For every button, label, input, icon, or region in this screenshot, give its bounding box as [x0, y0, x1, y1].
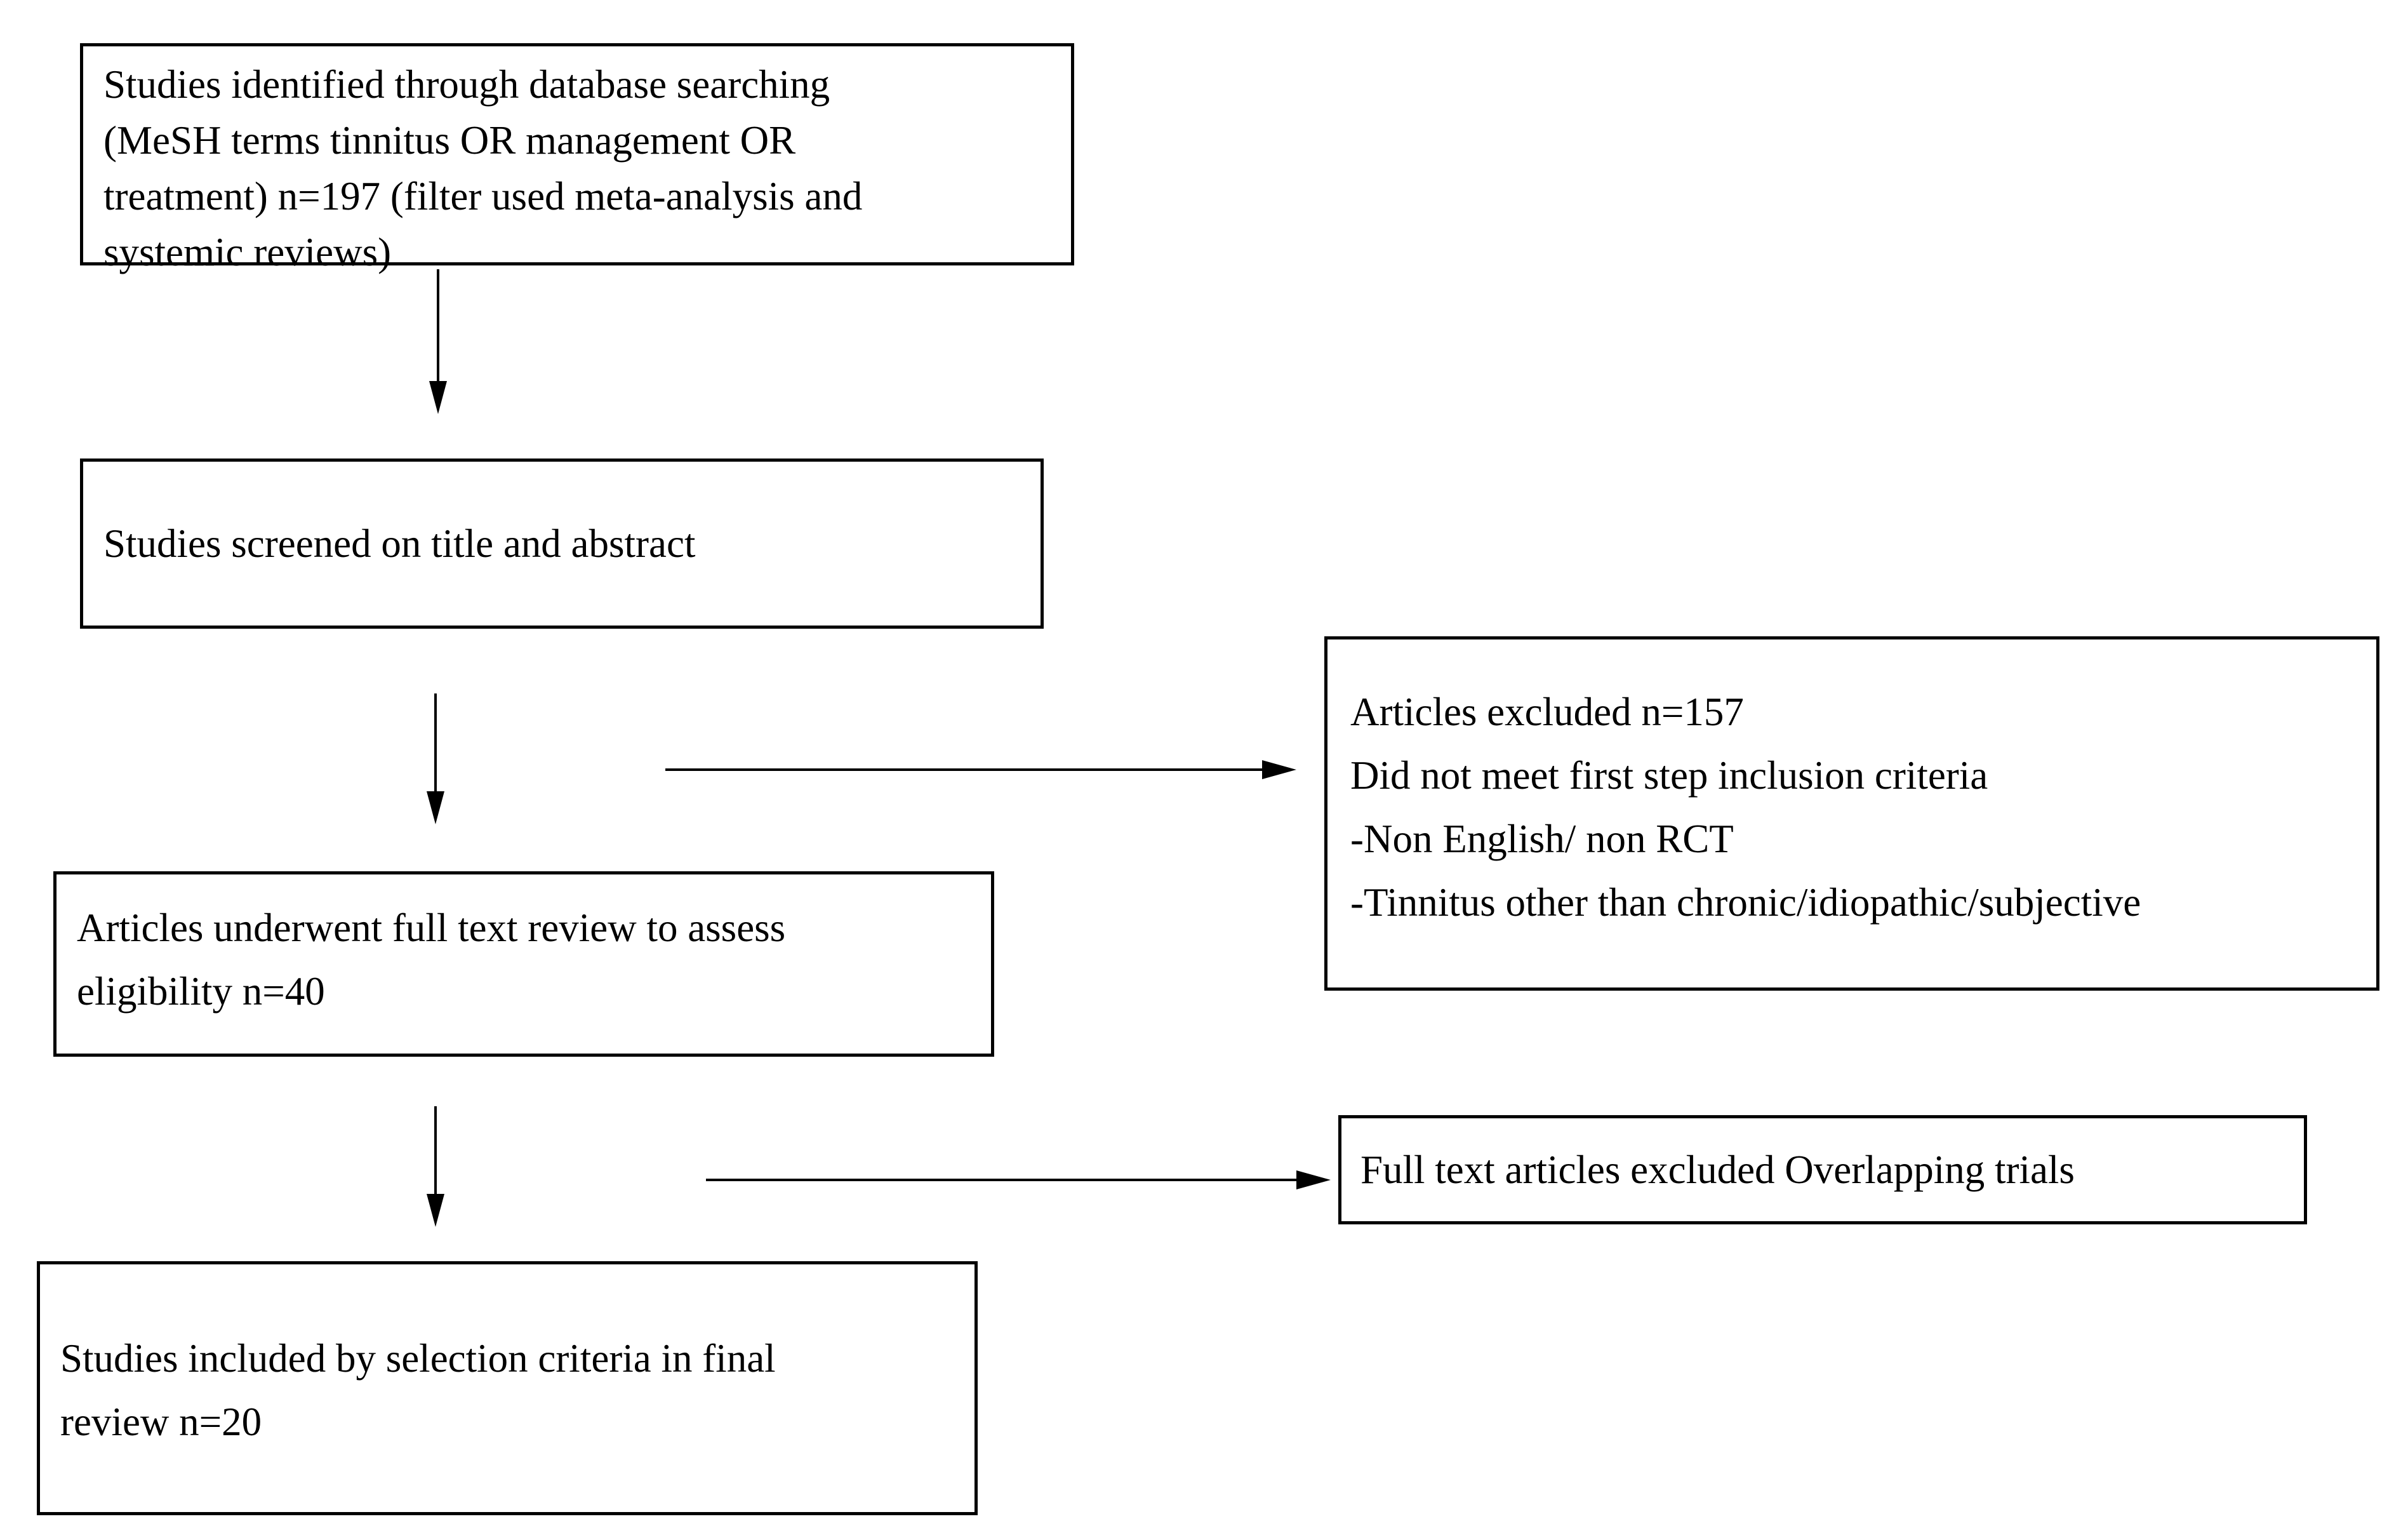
- arrowhead-down-icon: [427, 791, 444, 824]
- arrow-full-text-review-to-included: [416, 1106, 455, 1227]
- arrow-identified-to-screened: [419, 269, 457, 414]
- box-full-text-articles-excluded: Full text articles excluded Overlapping …: [1338, 1115, 2307, 1224]
- box-studies-included: Studies included by selection criteria i…: [37, 1261, 978, 1515]
- arrowhead-down-icon: [429, 381, 447, 414]
- arrowhead-down-icon: [427, 1194, 444, 1227]
- arrowhead-right-icon: [1262, 760, 1296, 779]
- arrow-shaft: [706, 1179, 1300, 1181]
- box-full-text-review: Articles underwent full text review to a…: [53, 871, 994, 1057]
- arrow-full-text-review-to-full-text-excluded: [706, 1161, 1331, 1199]
- box-studies-identified: Studies identified through database sear…: [80, 43, 1074, 274]
- arrow-shaft: [437, 269, 439, 384]
- arrow-screened-to-articles-excluded: [665, 751, 1296, 789]
- arrowhead-right-icon: [1296, 1170, 1331, 1189]
- arrow-shaft: [434, 693, 437, 794]
- box-studies-screened: Studies screened on title and abstract: [80, 459, 1044, 629]
- arrow-screened-to-full-text-review: [416, 693, 455, 824]
- box-articles-excluded-first-step: Articles excluded n=157 Did not meet fir…: [1324, 636, 2379, 991]
- arrow-shaft: [665, 768, 1266, 771]
- arrow-shaft: [434, 1106, 437, 1196]
